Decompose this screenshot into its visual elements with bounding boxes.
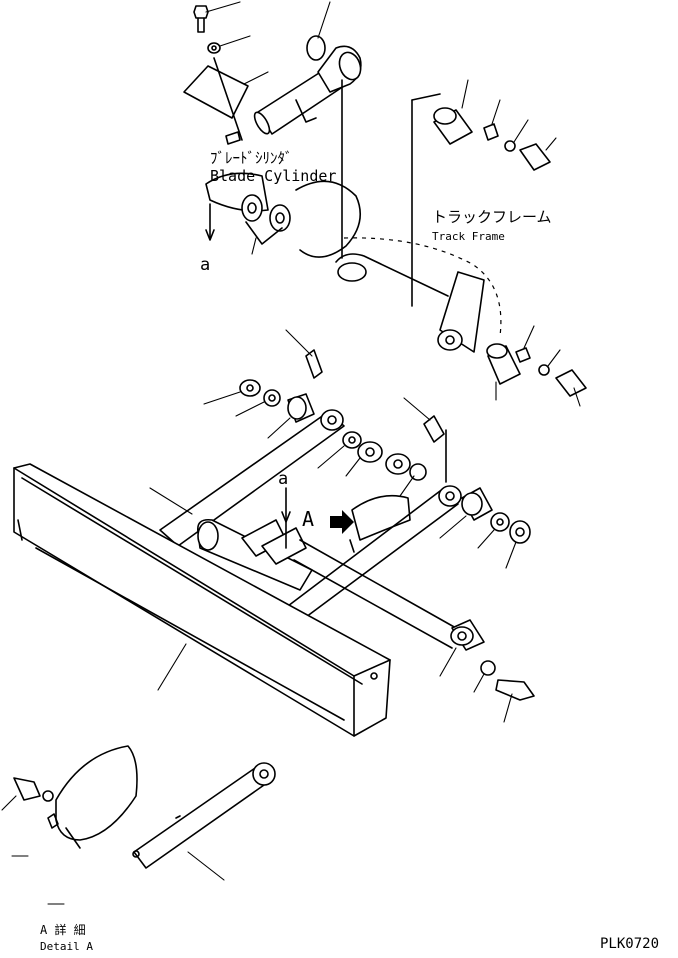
detail-a-view: A 詳 細 Detail A <box>1 745 276 953</box>
drawing-code: PLK0720 <box>600 936 659 952</box>
blade-cylinder-label-en: Blade Cylinder <box>210 167 336 185</box>
cylinder-bracket <box>183 57 269 145</box>
ref-a-top-marker: a <box>200 203 215 275</box>
ref-a-mid-marker: a <box>278 469 291 523</box>
arrow-right-icon <box>330 510 354 534</box>
blade-cylinder-label: ﾌﾞﾚｰﾄﾞｼﾘﾝﾀﾞ Blade Cylinder <box>210 149 336 185</box>
detail-a-label-ja: A 詳 細 <box>40 922 86 937</box>
ref-a-top-label: a <box>200 255 210 275</box>
right-bushing-washers <box>439 487 531 569</box>
view-a-label: A <box>302 507 314 531</box>
ref-a-mid-label: a <box>278 469 288 489</box>
track-frame-label-en: Track Frame <box>432 230 505 243</box>
cylinder-end-washers <box>241 194 291 255</box>
track-frame <box>335 93 502 353</box>
top-bolt <box>193 1 241 33</box>
track-frame-label-ja: トラックフレーム <box>432 208 552 226</box>
track-frame-label: トラックフレーム Track Frame <box>432 208 552 243</box>
blade-cylinder-label-ja: ﾌﾞﾚｰﾄﾞｼﾘﾝﾀﾞ <box>210 149 293 167</box>
right-washer-stack <box>317 431 427 497</box>
view-a-indicator: A <box>302 507 354 534</box>
lower-pin-set <box>486 325 587 407</box>
grease-fitting-left <box>285 329 323 379</box>
left-washer-stack <box>203 379 315 439</box>
grease-fitting-right <box>403 397 447 483</box>
bottom-pin-bolt <box>439 619 535 723</box>
dozer-blade <box>13 463 391 737</box>
top-washer <box>207 35 251 54</box>
blade-cylinder <box>205 1 362 259</box>
detail-a-label-en: Detail A <box>40 940 93 953</box>
upper-pin-set <box>433 79 557 171</box>
